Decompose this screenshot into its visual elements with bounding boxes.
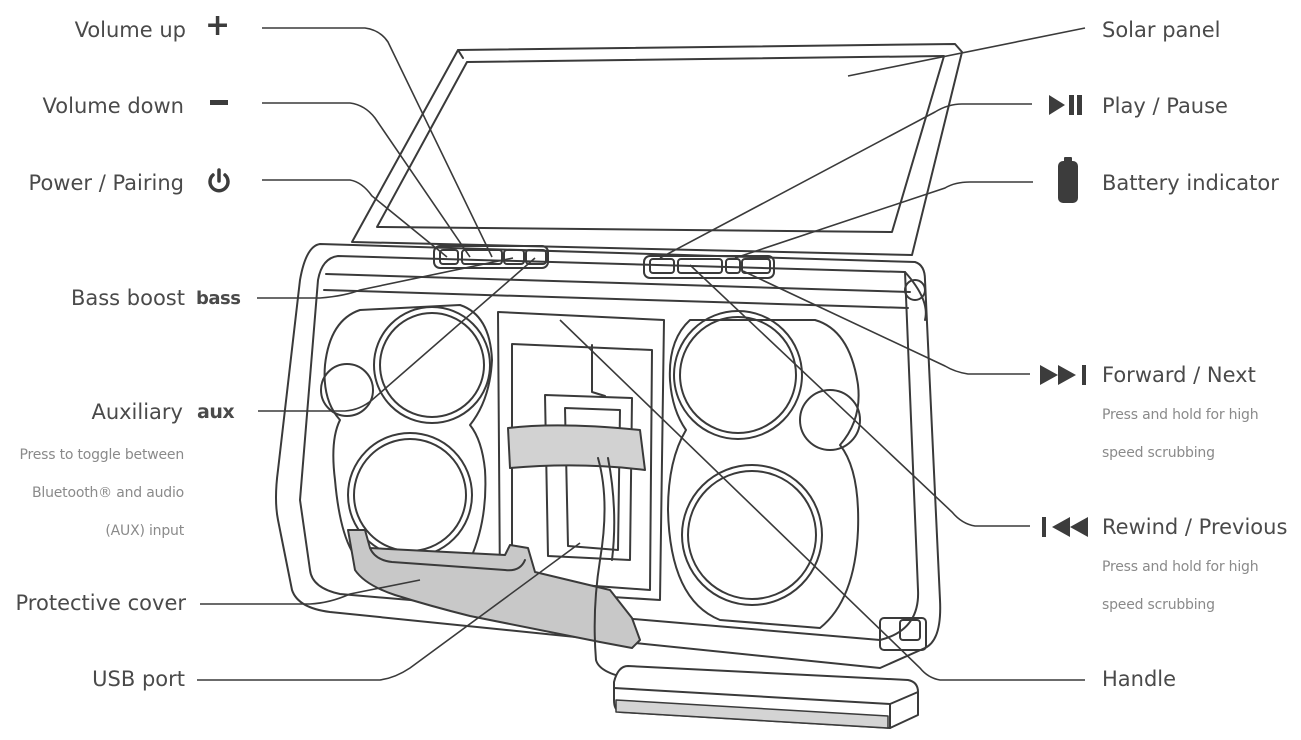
strap-drawing — [508, 425, 645, 470]
label-volume-up: Volume up — [75, 18, 186, 42]
forward-description-line-1: Press and hold for high — [1102, 406, 1258, 424]
label-play-pause: Play / Pause — [1102, 94, 1228, 118]
label-rewind-previous: Rewind / Previous — [1102, 515, 1287, 539]
label-battery-indicator: Battery indicator — [1102, 171, 1279, 195]
bass-icon: bass — [196, 289, 240, 309]
rewind-previous-icon — [1038, 514, 1094, 547]
rewind-description-line-1: Press and hold for high — [1102, 558, 1258, 576]
power-bank-drawing — [614, 666, 918, 728]
label-solar-panel: Solar panel — [1102, 18, 1220, 42]
label-protective-cover: Protective cover — [16, 591, 186, 615]
label-auxiliary: Auxiliary — [91, 400, 183, 424]
label-volume-down: Volume down — [43, 94, 184, 118]
aux-icon: aux — [197, 402, 234, 422]
aux-description-line-1: Press to toggle between — [19, 446, 184, 464]
label-usb-port: USB port — [92, 667, 185, 691]
label-power-pairing: Power / Pairing — [29, 171, 184, 195]
power-icon — [204, 166, 234, 203]
battery-icon — [1056, 156, 1080, 213]
label-forward-next: Forward / Next — [1102, 363, 1256, 387]
play-pause-icon — [1046, 92, 1086, 125]
solar-panel-drawing — [352, 44, 962, 255]
minus-icon — [208, 90, 230, 121]
label-handle: Handle — [1102, 667, 1176, 691]
rewind-description-line-2: speed scrubbing — [1102, 596, 1215, 614]
forward-next-icon — [1038, 362, 1094, 395]
forward-description-line-2: speed scrubbing — [1102, 444, 1215, 462]
aux-description-line-2: Bluetooth® and audio — [32, 484, 184, 502]
plus-icon: + — [205, 14, 230, 38]
aux-description-line-3: (AUX) input — [105, 522, 184, 540]
label-bass-boost: Bass boost — [71, 286, 185, 310]
